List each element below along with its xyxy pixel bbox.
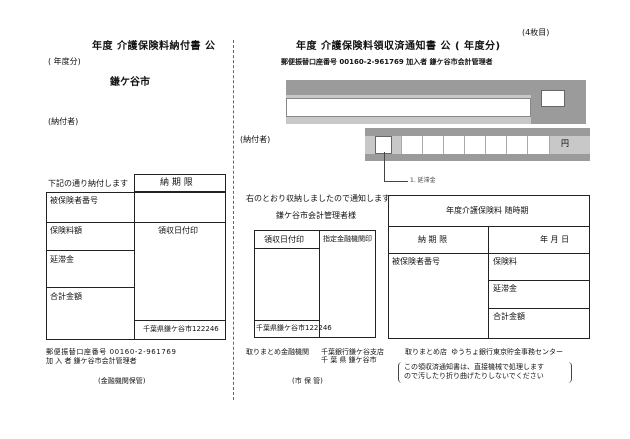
left-period-header: 納 期 限 — [160, 178, 193, 188]
designated-bank-label: 指定金融機関印 — [323, 235, 372, 243]
bank-value: 千葉銀行鎌ケ谷支店 — [321, 348, 384, 356]
left-premium-label: 保険料額 — [50, 226, 82, 235]
late-fee-pointer — [384, 152, 385, 182]
left-table — [46, 192, 226, 340]
prefecture: 千 葉 県 鎌ケ谷市 — [321, 356, 377, 364]
period-label: 納 期 限 — [418, 235, 448, 244]
left-title: 年度 介護保険料納付書 公 — [92, 41, 216, 52]
right-title: 年度 介護保険料領収済通知書 公 ( 年度分) — [296, 41, 501, 52]
received-note: 右のとおり収納しましたので通知します — [246, 194, 390, 203]
yen-label: 円 — [561, 139, 569, 148]
left-period-box — [134, 174, 226, 192]
left-total-label: 合計金額 — [50, 292, 82, 301]
left-late-fee-label: 延滞金 — [50, 255, 74, 264]
right-postal-line: 郵便振替口座番号 00160-2-961769 加入者 鎌ケ谷市会計管理者 — [281, 58, 493, 66]
right-premium-label: 保険料 — [493, 257, 517, 266]
amount-field: 円 — [365, 128, 590, 161]
stamp-boxes — [254, 230, 376, 338]
left-member: 加 入 者 鎌ケ谷市会計管理者 — [46, 357, 137, 365]
city-keeper: (市 保 管) — [292, 377, 323, 385]
left-keeper: (金融機関保管) — [98, 377, 146, 385]
left-city: 鎌ケ谷市 — [110, 77, 150, 88]
notice-line-2: ので汚したり折り曲げたりしないでください — [404, 372, 544, 380]
left-pay-note: 下記の通り納付します — [48, 179, 128, 188]
left-postal-account: 郵便振替口座番号 00160-2-961769 — [46, 348, 177, 356]
left-stamp-text: 千葉県鎌ケ谷市122246 — [143, 325, 219, 333]
bank-label: 取りまとめ金融機関 — [246, 348, 309, 356]
ocr-field-top — [286, 80, 586, 124]
notice-box — [398, 362, 572, 383]
notice-line-1: この領収済通知書は、直接機械で処理します — [404, 363, 544, 371]
page-count: (4枚目) — [522, 28, 550, 37]
right-payer-label: (納付者) — [240, 135, 271, 144]
addressee: 鎌ケ谷市会計管理者様 — [276, 211, 356, 220]
right-late-fee-label: 延滞金 — [493, 284, 517, 293]
office-value: ゆうちょ銀行東京貯金事務センター — [451, 348, 563, 356]
left-receipt-date-label: 領収日付印 — [158, 226, 198, 235]
late-fee-note: 1. 延滞金 — [410, 177, 436, 184]
left-insured-no-label: 被保険者番号 — [50, 196, 98, 205]
receipt-date-stamp-label: 領収日付印 — [264, 235, 304, 244]
right-stamp-text: 千葉県鎌ケ谷市122246 — [256, 324, 332, 332]
right-insured-no-label: 被保険者番号 — [392, 257, 440, 266]
ymd-label: 年 月 日 — [540, 235, 570, 244]
premium-type: 年度介護保険料 随時期 — [446, 206, 529, 215]
perforation-divider — [233, 40, 234, 400]
left-payer-label: (納付者) — [48, 117, 79, 126]
office-label: 取りまとめ店 — [405, 348, 447, 356]
left-year-label: ( 年度分) — [48, 57, 81, 66]
right-table — [388, 195, 590, 339]
right-total-label: 合計金額 — [493, 312, 525, 321]
